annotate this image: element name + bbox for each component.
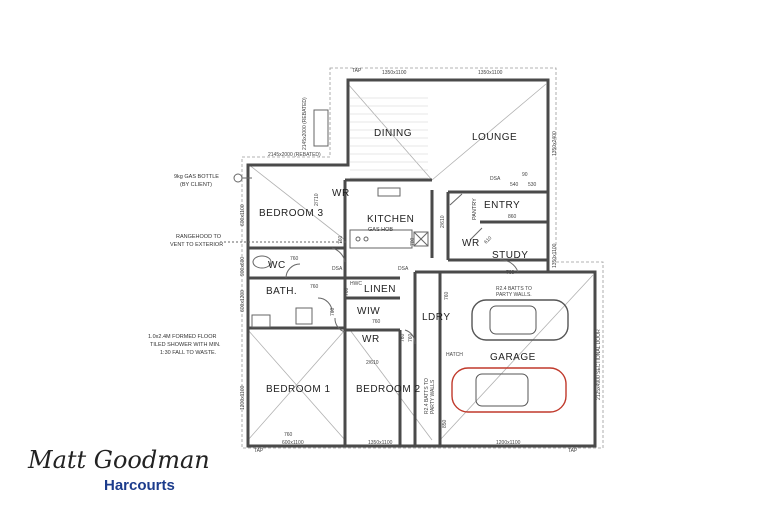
room-entry: ENTRY xyxy=(484,200,520,211)
door-760-wiw: 760 xyxy=(372,319,381,325)
roof-hip-lines xyxy=(247,83,594,441)
room-wr-entry: WR xyxy=(462,238,480,249)
kitchen-fixtures xyxy=(349,187,429,249)
dim-slider-rebated: 2145x2000 (REBATED) xyxy=(268,152,321,158)
note-floor-3: 1:30 FALL TO WASTE. xyxy=(160,350,217,356)
label-hatch: HATCH xyxy=(446,352,463,358)
room-wr-bedroom-3: WR xyxy=(332,188,350,199)
car-bottom xyxy=(451,367,567,413)
dim-top-left: 1350x1100 xyxy=(382,70,407,76)
door-700: 700 xyxy=(410,237,416,246)
interior-walls xyxy=(248,178,548,446)
room-kitchen: KITCHEN xyxy=(367,214,414,225)
exterior-walls xyxy=(246,78,597,448)
door-90: 90 xyxy=(522,172,528,178)
dim-left-wc: 900x600 xyxy=(240,257,246,276)
room-bedroom-1: BEDROOM 1 xyxy=(266,384,331,395)
label-hwc: HWC xyxy=(350,281,362,287)
door-530: 530 xyxy=(528,182,537,188)
room-bath: BATH. xyxy=(266,286,297,297)
door-760-wc: 760 xyxy=(290,256,299,262)
door-860: 860 xyxy=(508,214,517,220)
car-top xyxy=(471,299,569,341)
note-batts-left: R2.4 BATTS TOPARTY WALLS xyxy=(424,378,436,414)
door-850: 850 xyxy=(442,419,448,428)
dim-slider-rebated-v: 2145x2000 (REBATED) xyxy=(302,97,308,150)
dsa-lounge: DSA xyxy=(490,176,501,182)
signature-logo: Matt Goodman xyxy=(27,446,210,474)
door-610: 610 xyxy=(483,235,493,245)
door-swings xyxy=(285,193,519,345)
room-bedroom-2: BEDROOM 2 xyxy=(356,384,421,395)
room-ldry: LDRY xyxy=(422,312,451,323)
room-pantry: PANTRY xyxy=(472,198,478,220)
dim-sectional-door: 2125x4900 SECTIONAL DOOR xyxy=(596,329,602,400)
door-760-hall: 760 xyxy=(344,287,350,296)
door-760-bed1: 760 xyxy=(284,432,293,438)
note-floor-2: TILED SHOWER WITH MIN. xyxy=(150,342,221,348)
door-760-ldry: 760 xyxy=(444,291,450,300)
dim-left-bed3: 600x1100 xyxy=(240,204,246,226)
room-study: STUDY xyxy=(492,250,528,261)
door-540: 540 xyxy=(510,182,519,188)
note-gas-bottle-2: (BY CLIENT) xyxy=(180,182,212,188)
gas-bottle-icon xyxy=(233,173,243,183)
roof-outline xyxy=(241,67,604,449)
room-wiw: WIW xyxy=(357,306,380,317)
dim-bottom-1: 600x1100 xyxy=(282,440,304,446)
room-bedroom-3: BEDROOM 3 xyxy=(259,208,324,219)
dsa-hall-b: DSA xyxy=(398,266,409,272)
slider-top xyxy=(313,109,329,147)
room-dining: DINING xyxy=(374,128,412,139)
door-2-610-pantry: 2/610 xyxy=(440,215,446,228)
tap-bottom-right: TAP xyxy=(568,448,578,454)
door-760-hall-b: 760 xyxy=(400,333,406,342)
harcourts-logo: Harcourts xyxy=(104,477,175,494)
bath-fixtures xyxy=(251,255,313,328)
dim-left-bath: 600x1200 xyxy=(240,290,246,312)
dim-top-right: 1350x1100 xyxy=(478,70,503,76)
dim-bottom-2: 1350x1100 xyxy=(368,440,393,446)
door-760-study: 760 xyxy=(506,270,515,276)
dining-floor-hatch xyxy=(350,97,428,179)
label-gas-hob: GAS HOB xyxy=(368,227,393,233)
door-760-bath: 760 xyxy=(310,284,319,290)
door-760-bath-b: 760 xyxy=(330,307,336,316)
tap-top: TAP xyxy=(352,68,362,74)
door-760-bed3: 760 xyxy=(338,235,344,244)
door-2-610-bed2: 2/610 xyxy=(366,360,379,366)
door-760-bed2: 760 xyxy=(408,333,414,342)
room-wc: WC xyxy=(268,260,286,271)
room-wr-bedroom-2: WR xyxy=(362,334,380,345)
note-rangehood-2: VENT TO EXTERIOR xyxy=(170,242,223,248)
note-floor-1: 1.0x2.4M FORMED FLOOR xyxy=(148,334,216,340)
door-2-710: 2/710 xyxy=(314,193,320,206)
room-lounge: LOUNGE xyxy=(472,132,517,143)
tap-bottom-left: TAP xyxy=(254,448,264,454)
room-garage: GARAGE xyxy=(490,352,536,363)
note-gas-bottle-1: 9kg GAS BOTTLE xyxy=(174,174,219,180)
dim-study-right: 1350x1100 xyxy=(552,243,558,268)
dim-left-bed1: 1200x1100 xyxy=(240,385,246,410)
room-linen: LINEN xyxy=(364,284,396,295)
dsa-hall-a: DSA xyxy=(332,266,343,272)
dim-lounge-right: 1350x2400 xyxy=(552,131,558,156)
dim-bottom-3: 1200x1100 xyxy=(496,440,521,446)
note-rangehood-1: RANGEHOOD TO xyxy=(176,234,222,240)
